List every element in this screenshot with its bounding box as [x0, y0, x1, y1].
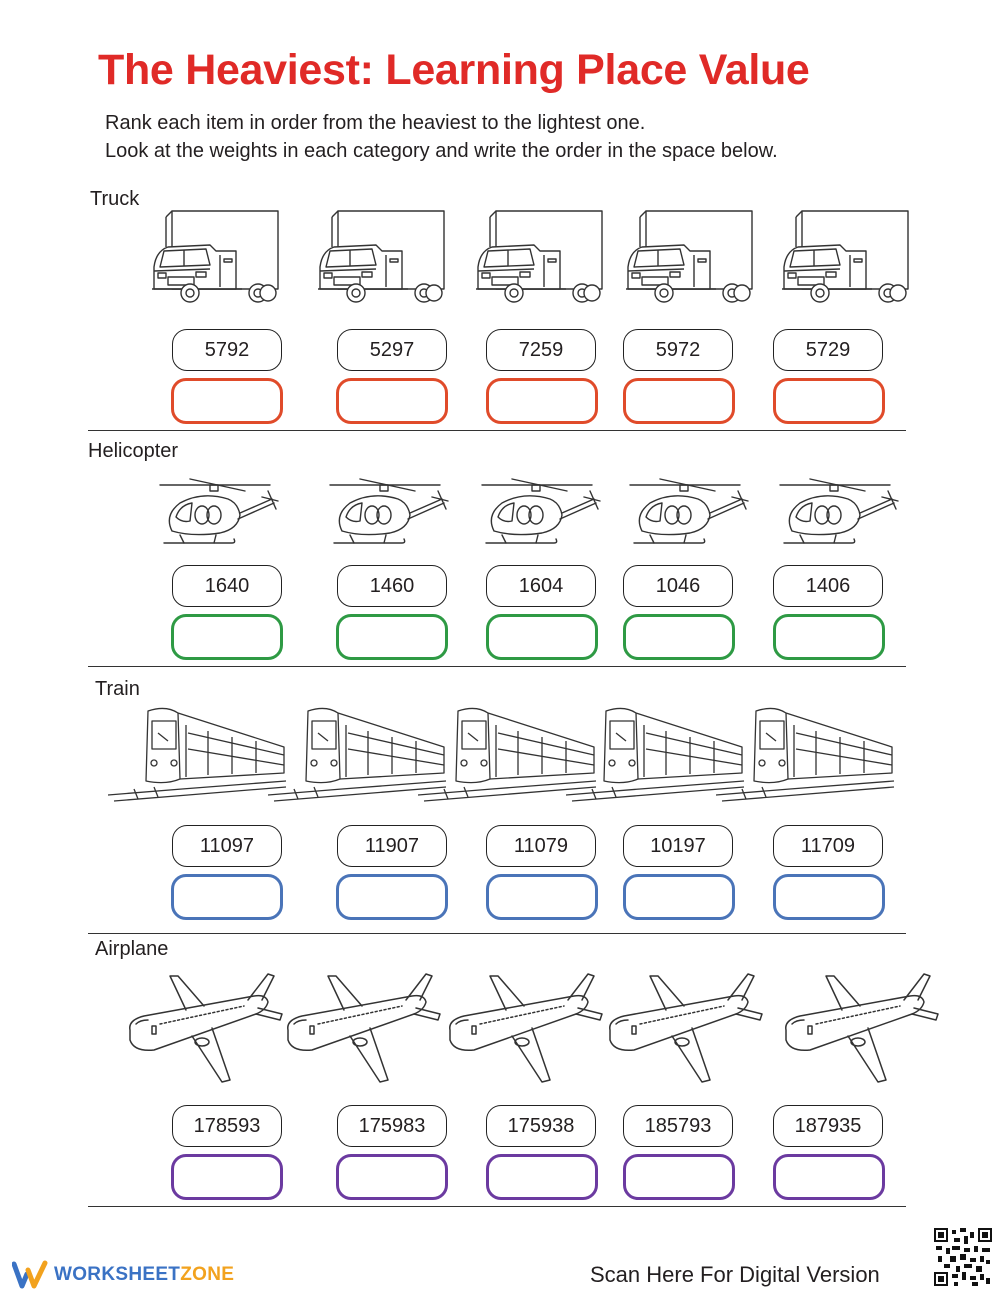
answer-box[interactable] [623, 378, 735, 424]
answer-box[interactable] [773, 614, 885, 660]
instruction-line-1: Rank each item in order from the heavies… [105, 112, 646, 134]
airplane-icon [606, 970, 766, 1090]
page-title: The Heaviest: Learning Place Value [98, 46, 810, 94]
weight-box: 11079 [486, 825, 596, 867]
answer-box[interactable] [336, 874, 448, 920]
scan-text: Scan Here For Digital Version [590, 1262, 880, 1287]
weight-box: 11709 [773, 825, 883, 867]
weight-box: 1460 [337, 565, 447, 607]
answer-box[interactable] [171, 378, 283, 424]
weight-box: 1640 [172, 565, 282, 607]
section-label-train: Train [95, 678, 140, 700]
weight-box: 185793 [623, 1105, 733, 1147]
train-icon [716, 703, 896, 803]
answer-box[interactable] [171, 614, 283, 660]
helicopter-icon [150, 472, 280, 554]
answer-box[interactable] [336, 378, 448, 424]
brand-name-part1: WORKSHEET [54, 1264, 181, 1285]
truck-icon [780, 203, 910, 311]
weight-box: 7259 [486, 329, 596, 371]
weight-box: 1604 [486, 565, 596, 607]
truck-icon [624, 203, 754, 311]
answer-box[interactable] [486, 874, 598, 920]
helicopter-icon [620, 472, 750, 554]
section-label-helicopter: Helicopter [88, 440, 179, 462]
weight-box: 187935 [773, 1105, 883, 1147]
section-divider [88, 933, 906, 934]
weight-box: 175938 [486, 1105, 596, 1147]
answer-box[interactable] [773, 874, 885, 920]
worksheetzone-logo-icon [12, 1260, 48, 1289]
answer-box[interactable] [623, 1154, 735, 1200]
answer-box[interactable] [486, 614, 598, 660]
answer-box[interactable] [486, 1154, 598, 1200]
answer-box[interactable] [773, 378, 885, 424]
section-divider [88, 430, 906, 431]
airplane-icon [126, 970, 286, 1090]
section-label-airplane: Airplane [95, 938, 169, 960]
airplane-icon [782, 970, 942, 1090]
truck-icon [150, 203, 280, 311]
weight-box: 5792 [172, 329, 282, 371]
answer-box[interactable] [171, 1154, 283, 1200]
airplane-icon [284, 970, 444, 1090]
brand-logo: WORKSHEETZONE [12, 1260, 234, 1290]
weight-box: 5729 [773, 329, 883, 371]
airplane-icon [446, 970, 606, 1090]
weight-box: 1406 [773, 565, 883, 607]
answer-box[interactable] [171, 874, 283, 920]
weight-box: 175983 [337, 1105, 447, 1147]
answer-box[interactable] [486, 378, 598, 424]
answer-box[interactable] [623, 614, 735, 660]
truck-icon [474, 203, 604, 311]
weight-box: 1046 [623, 565, 733, 607]
section-divider [88, 666, 906, 667]
answer-box[interactable] [773, 1154, 885, 1200]
weight-box: 178593 [172, 1105, 282, 1147]
answer-box[interactable] [336, 1154, 448, 1200]
helicopter-icon [472, 472, 602, 554]
qr-code-icon[interactable] [934, 1228, 992, 1286]
helicopter-icon [770, 472, 900, 554]
weight-box: 5297 [337, 329, 447, 371]
weight-box: 5972 [623, 329, 733, 371]
weight-box: 10197 [623, 825, 733, 867]
truck-icon [316, 203, 446, 311]
weight-box: 11907 [337, 825, 447, 867]
section-label-truck: Truck [90, 188, 140, 210]
section-divider [88, 1206, 906, 1207]
answer-box[interactable] [623, 874, 735, 920]
weight-box: 11097 [172, 825, 282, 867]
train-icon [108, 703, 288, 803]
answer-box[interactable] [336, 614, 448, 660]
brand-name-part2: ZONE [180, 1264, 235, 1285]
instruction-line-2: Look at the weights in each category and… [105, 140, 778, 162]
helicopter-icon [320, 472, 450, 554]
